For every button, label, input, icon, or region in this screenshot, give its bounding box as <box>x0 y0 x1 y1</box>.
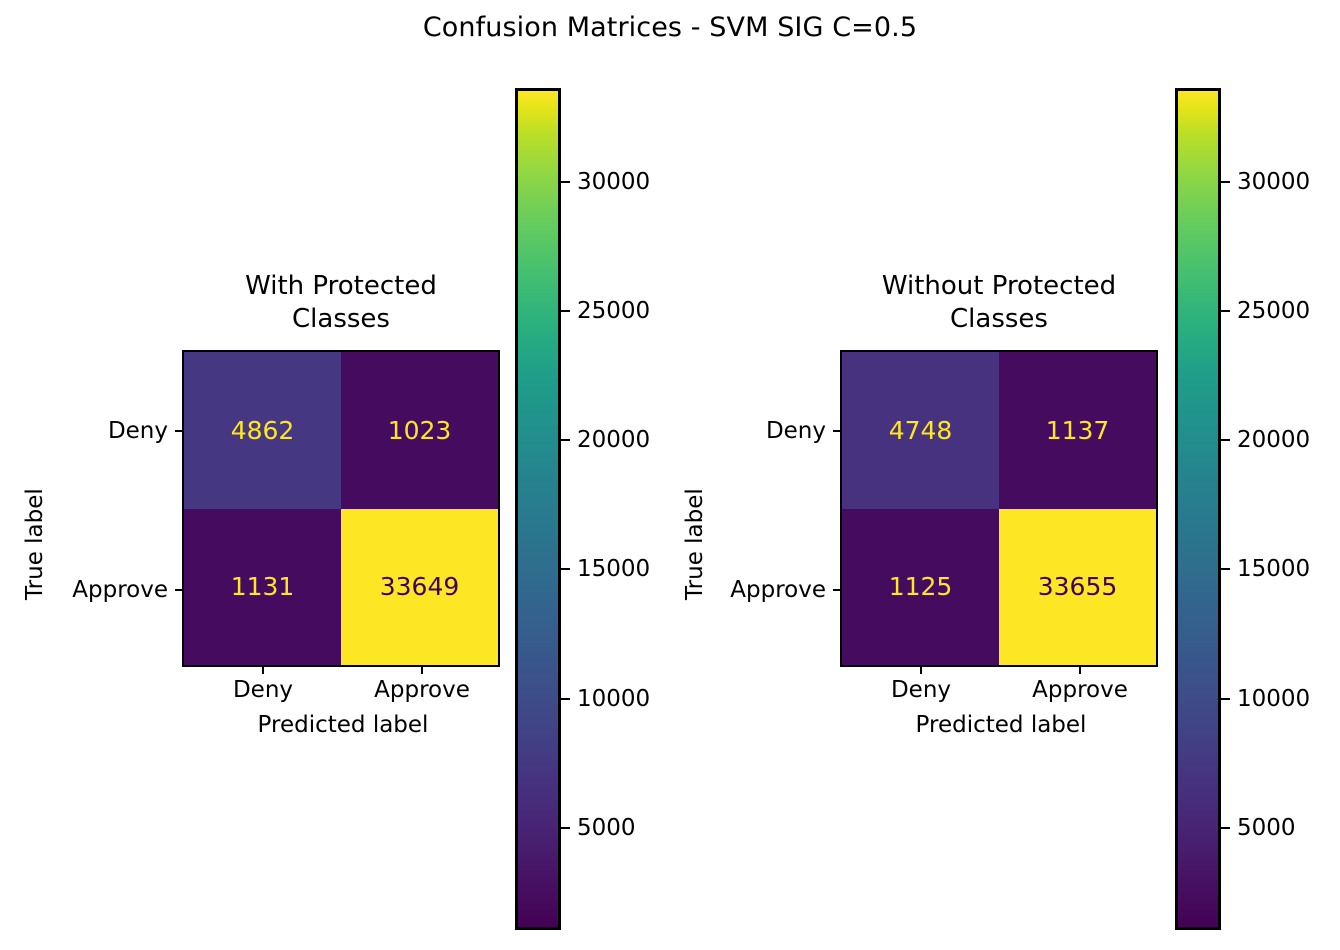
colorbar-ticklabel-10000: 10000 <box>1237 686 1311 712</box>
colorbar-tickmark-15000 <box>1221 568 1230 570</box>
x-tickmark-approve <box>1079 665 1081 674</box>
cell-value: 1137 <box>1045 415 1110 445</box>
colorbar-tickmark-5000 <box>561 827 570 829</box>
y-ticklabel-deny: Deny <box>765 418 826 444</box>
y-ticklabel-approve: Approve <box>730 577 826 603</box>
matrix-cell-approve-approve: 33655 <box>999 508 1156 665</box>
y-tickmark-deny <box>175 430 184 432</box>
matrix-cell-approve-deny: 1131 <box>184 508 341 665</box>
x-ticklabel-deny: Deny <box>232 677 294 703</box>
confusion-matrix-with-protected: 4862 1023 1131 33649 Deny Approve Deny A… <box>72 350 500 738</box>
x-ticklabel-approve: Approve <box>1032 677 1128 703</box>
cell-value: 1131 <box>230 572 295 602</box>
colorbar-tickmark-25000 <box>1221 310 1230 312</box>
cell-value: 33649 <box>379 572 460 602</box>
colorbar-gradient <box>515 88 561 930</box>
colorbar-ticklabel-10000: 10000 <box>577 686 651 712</box>
x-ticklabel-deny: Deny <box>890 677 952 703</box>
colorbar-ticklabel-15000: 15000 <box>1237 556 1311 582</box>
panel-title-line2: Classes <box>292 304 390 335</box>
colorbar-ticklabel-20000: 20000 <box>1237 427 1311 453</box>
colorbar-ticklabel-30000: 30000 <box>577 169 651 195</box>
colorbar-tickmark-15000 <box>561 568 570 570</box>
y-ticklabel-deny: Deny <box>107 418 168 444</box>
confusion-matrix-without-protected: 4748 1137 1125 33655 Deny Approve Deny A… <box>730 350 1158 738</box>
x-ticklabel-approve: Approve <box>374 677 470 703</box>
panel-title-line2: Classes <box>950 304 1048 335</box>
cell-value: 1125 <box>888 572 953 602</box>
colorbar-tickmark-20000 <box>561 439 570 441</box>
y-axis-label: True label <box>682 488 708 600</box>
colorbar-ticklabel-30000: 30000 <box>1237 169 1311 195</box>
panel-title-without-protected: Without Protected Classes <box>840 270 1158 337</box>
y-axis-label: True label <box>22 488 48 600</box>
matrix-cell-deny-approve: 1023 <box>341 352 498 509</box>
matrix-cell-deny-deny: 4748 <box>842 352 999 509</box>
panel-title-with-protected: With Protected Classes <box>182 270 500 337</box>
matrix-cell-deny-deny: 4862 <box>184 352 341 509</box>
matrix-cell-deny-approve: 1137 <box>999 352 1156 509</box>
cell-value: 33655 <box>1037 572 1118 602</box>
colorbar-tickmark-30000 <box>1221 181 1230 183</box>
colorbar-ticklabel-25000: 25000 <box>1237 298 1311 324</box>
cell-value: 1023 <box>387 415 452 445</box>
x-tickmark-deny <box>920 665 922 674</box>
cell-value: 4862 <box>230 415 295 445</box>
matrix-cell-approve-deny: 1125 <box>842 508 999 665</box>
colorbar-tickmark-25000 <box>561 310 570 312</box>
colorbar-tickmark-10000 <box>1221 698 1230 700</box>
colorbar-tickmark-30000 <box>561 181 570 183</box>
colorbar-tickmark-10000 <box>561 698 570 700</box>
y-tickmark-approve <box>833 589 842 591</box>
colorbar-tickmark-5000 <box>1221 827 1230 829</box>
colorbar-ticklabel-20000: 20000 <box>577 427 651 453</box>
x-axis-label: Predicted label <box>257 712 429 738</box>
colorbar-ticklabel-5000: 5000 <box>577 815 636 841</box>
colorbar-ticklabel-25000: 25000 <box>577 298 651 324</box>
colorbar-ticklabel-5000: 5000 <box>1237 815 1296 841</box>
figure-suptitle: Confusion Matrices - SVM SIG C=0.5 <box>422 12 918 43</box>
x-tickmark-approve <box>421 665 423 674</box>
colorbar-ticklabel-15000: 15000 <box>577 556 651 582</box>
panel-title-line1: With Protected <box>245 271 437 301</box>
matrix-cell-approve-approve: 33649 <box>341 508 498 665</box>
x-tickmark-deny <box>262 665 264 674</box>
y-tickmark-deny <box>833 430 842 432</box>
panel-title-line1: Without Protected <box>881 271 1117 301</box>
x-axis-label: Predicted label <box>915 712 1087 738</box>
cell-value: 4748 <box>888 415 953 445</box>
colorbar-gradient <box>1175 88 1221 930</box>
y-ticklabel-approve: Approve <box>72 577 168 603</box>
y-tickmark-approve <box>175 589 184 591</box>
colorbar-tickmark-20000 <box>1221 439 1230 441</box>
